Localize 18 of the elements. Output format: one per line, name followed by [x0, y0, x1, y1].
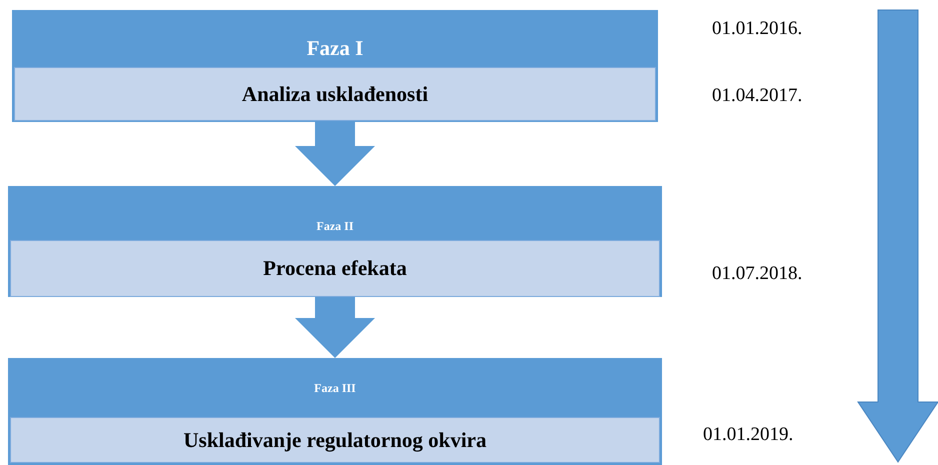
date-label: 01.04.2017. [712, 85, 802, 107]
phase-band [8, 358, 662, 465]
phase-heading: Faza III [314, 381, 356, 396]
task-title: Analiza usklađenosti [242, 82, 428, 106]
phase-heading: Faza II [316, 219, 354, 234]
phase-band [8, 186, 662, 297]
phase-task-box [10, 240, 660, 297]
phase-task-box [14, 67, 656, 121]
phase-band [12, 10, 658, 122]
date-label: 01.07.2018. [712, 263, 802, 285]
block-arrow [295, 297, 375, 358]
date-label: 01.01.2016. [712, 18, 802, 40]
date-label: 01.01.2019. [703, 424, 794, 446]
phase-heading: Faza I [306, 36, 364, 61]
task-title: Usklađivanje regulatornog okvira [184, 428, 486, 452]
block-arrow [295, 121, 375, 186]
phase-task-box [10, 417, 660, 463]
task-title: Procena efekata [263, 256, 407, 281]
